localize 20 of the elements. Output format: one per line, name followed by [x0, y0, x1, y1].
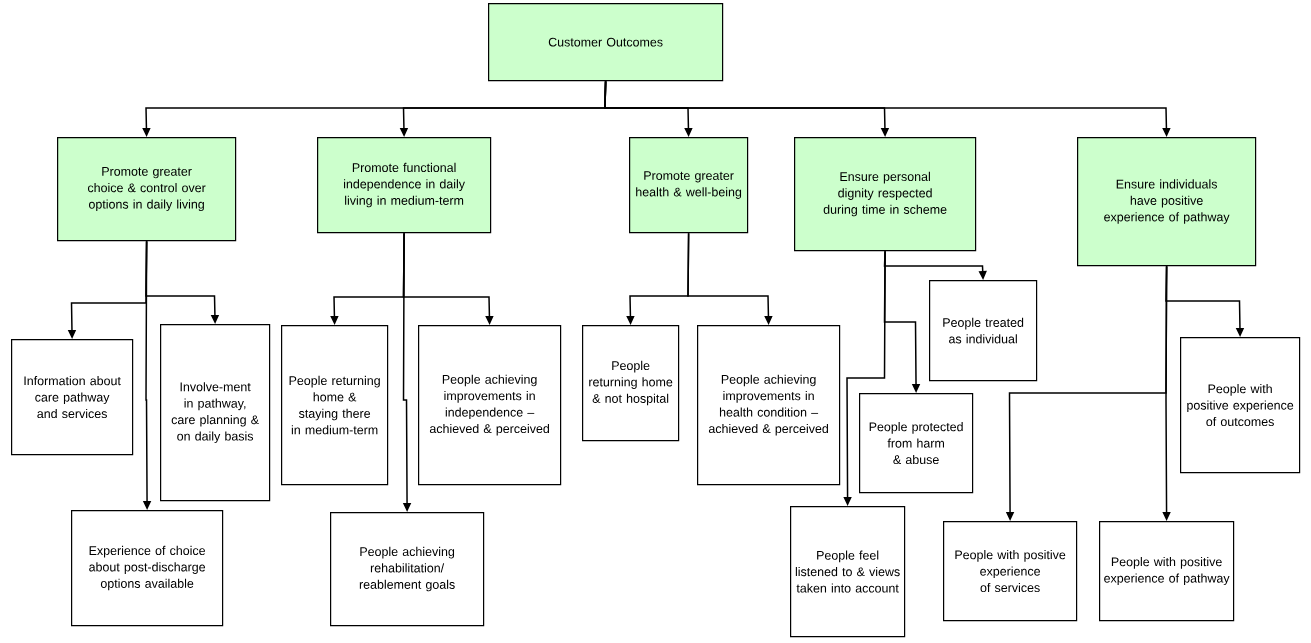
measure-box: People achieving rehabilitation/ reablement goals	[330, 512, 485, 627]
outcome-box: Customer Outcomes	[488, 3, 724, 82]
outcome-box: Promote greater health & well-being	[629, 137, 749, 234]
measure-box: People achieving improvements in health condition – achieved & perceived	[697, 325, 841, 486]
measure-box: People returning home & staying there in medium-term	[281, 325, 389, 486]
outcome-box: Promote functional independence in daily living in medium-term	[317, 137, 492, 234]
outcome-box: Ensure individuals have positive experience of pathway	[1077, 137, 1257, 267]
measure-box: People with positive experience of outcomes	[1180, 337, 1301, 474]
measure-box: People treated as individual	[929, 280, 1038, 382]
measure-box: People protected from harm & abuse	[859, 393, 974, 494]
measure-box: People with positive experience of services	[943, 521, 1078, 622]
measure-box: Experience of choice about post-discharge options available	[71, 510, 224, 627]
measure-box: Information about care pathway and services	[11, 339, 134, 456]
outcome-box: Ensure personal dignity respected during time in scheme	[794, 137, 977, 252]
outcome-box: Promote greater choice & control over options in daily living	[57, 137, 237, 242]
measure-box: People returning home & not hospital	[582, 325, 680, 442]
measure-box: People achieving improvements in independence – achieved & perceived	[418, 325, 562, 486]
measure-box: People feel listened to & views taken into account	[790, 506, 906, 638]
measure-box: Involve-ment in pathway, care planning & on daily basis	[160, 324, 271, 502]
measure-box: People with positive experience of pathway	[1099, 521, 1235, 622]
